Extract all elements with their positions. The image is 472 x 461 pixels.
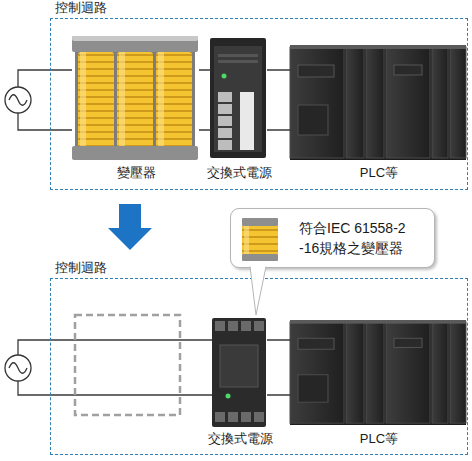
coil-highlight [119, 52, 125, 148]
transformer-device: 變壓器 [73, 37, 199, 183]
transformer-coil [156, 52, 192, 148]
terminal [215, 321, 225, 331]
power-supply-front [220, 345, 258, 387]
device-label: 交換式電源 [208, 431, 273, 447]
device-label: 變壓器 [117, 165, 156, 181]
control-circuit-box: 控制迴路變壓器交換式電源PLC等 [50, 18, 468, 190]
power-supply-device: 交換式電源 [211, 39, 267, 183]
transformer-icon-core [242, 218, 278, 226]
device-label: PLC等 [360, 431, 398, 447]
transformer-coil [78, 52, 114, 148]
terminal [215, 412, 225, 422]
wire [18, 340, 212, 395]
ac-tilde [9, 363, 27, 374]
ac-source-symbol [5, 87, 31, 113]
control-circuit-box: 控制迴路交換式電源PLC等 [50, 278, 468, 455]
removed-transformer-placeholder [75, 315, 180, 415]
transformer-bottom-core [72, 146, 198, 160]
power-supply-body [212, 318, 266, 427]
transformer-coil [117, 52, 153, 148]
terminal [254, 412, 264, 422]
transformer-core [75, 50, 195, 150]
terminal [228, 412, 238, 422]
terminal [241, 412, 251, 422]
terminal [218, 92, 232, 102]
terminal-label-strip [240, 92, 254, 150]
plc-illustration [290, 320, 466, 425]
box-heading: 控制迴路 [55, 0, 107, 16]
terminal [241, 321, 251, 331]
callout-text: 符合IEC 61558-2-16規格之變壓器 [299, 218, 409, 258]
terminal [218, 104, 232, 114]
transformer-icon-core [242, 254, 278, 261]
power-supply-front [214, 46, 262, 152]
wire-connector [199, 70, 211, 130]
terminal [218, 128, 232, 138]
terminal [254, 321, 264, 331]
power-supply-body [210, 38, 266, 158]
plc-illustration [290, 45, 466, 160]
coil-highlight [80, 52, 86, 148]
plc-device: PLC等 [291, 46, 467, 183]
terminal [218, 140, 232, 150]
device-label: PLC等 [360, 165, 398, 181]
plc-device: PLC等 [291, 321, 467, 449]
transformer-icon-coil [242, 226, 278, 254]
terminal [218, 116, 232, 126]
transformer-top-core [72, 36, 198, 52]
coil-highlight [158, 52, 164, 148]
power-supply-vent [218, 54, 258, 57]
ac-source-symbol [5, 355, 31, 381]
coil-highlight [244, 226, 249, 254]
box-heading: 控制迴路 [55, 260, 107, 276]
callout-pointer [250, 267, 266, 316]
ac-tilde [9, 95, 27, 106]
device-label: 交換式電源 [207, 165, 272, 181]
wire [18, 70, 72, 130]
power-supply-device: 交換式電源 [213, 319, 267, 449]
power-supply-led [226, 394, 231, 399]
flow-arrow [108, 204, 152, 250]
callout-bubble: 符合IEC 61558-2-16規格之變壓器 [230, 208, 435, 268]
wire-connector [267, 70, 291, 130]
transformer-top-highlight [72, 36, 198, 41]
terminal [228, 321, 238, 331]
power-supply-vent [218, 60, 258, 63]
wire-connector [267, 340, 291, 395]
power-supply-led [222, 74, 227, 79]
